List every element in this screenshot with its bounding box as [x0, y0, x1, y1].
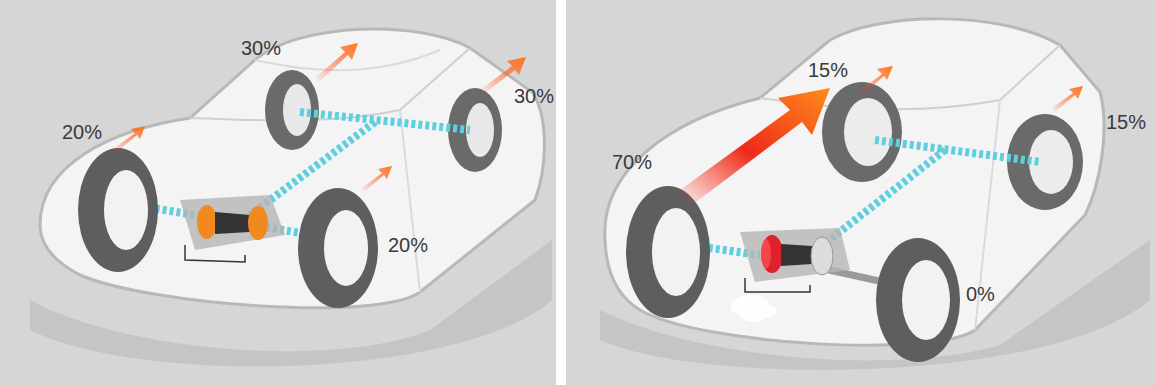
panel-ground	[0, 0, 556, 385]
left-car	[30, 29, 552, 367]
torque-percent: 20%	[62, 122, 102, 142]
panel-ground	[566, 0, 1155, 385]
torque-percent: 0%	[966, 284, 995, 304]
torque-percent: 20%	[388, 235, 428, 255]
torque-percent: 70%	[612, 152, 652, 172]
torque-percent: 30%	[241, 38, 281, 58]
torque-percent: 15%	[1106, 112, 1146, 132]
right-car	[600, 19, 1150, 370]
torque-percent: 15%	[808, 60, 848, 80]
torque-percent: 30%	[514, 86, 554, 106]
